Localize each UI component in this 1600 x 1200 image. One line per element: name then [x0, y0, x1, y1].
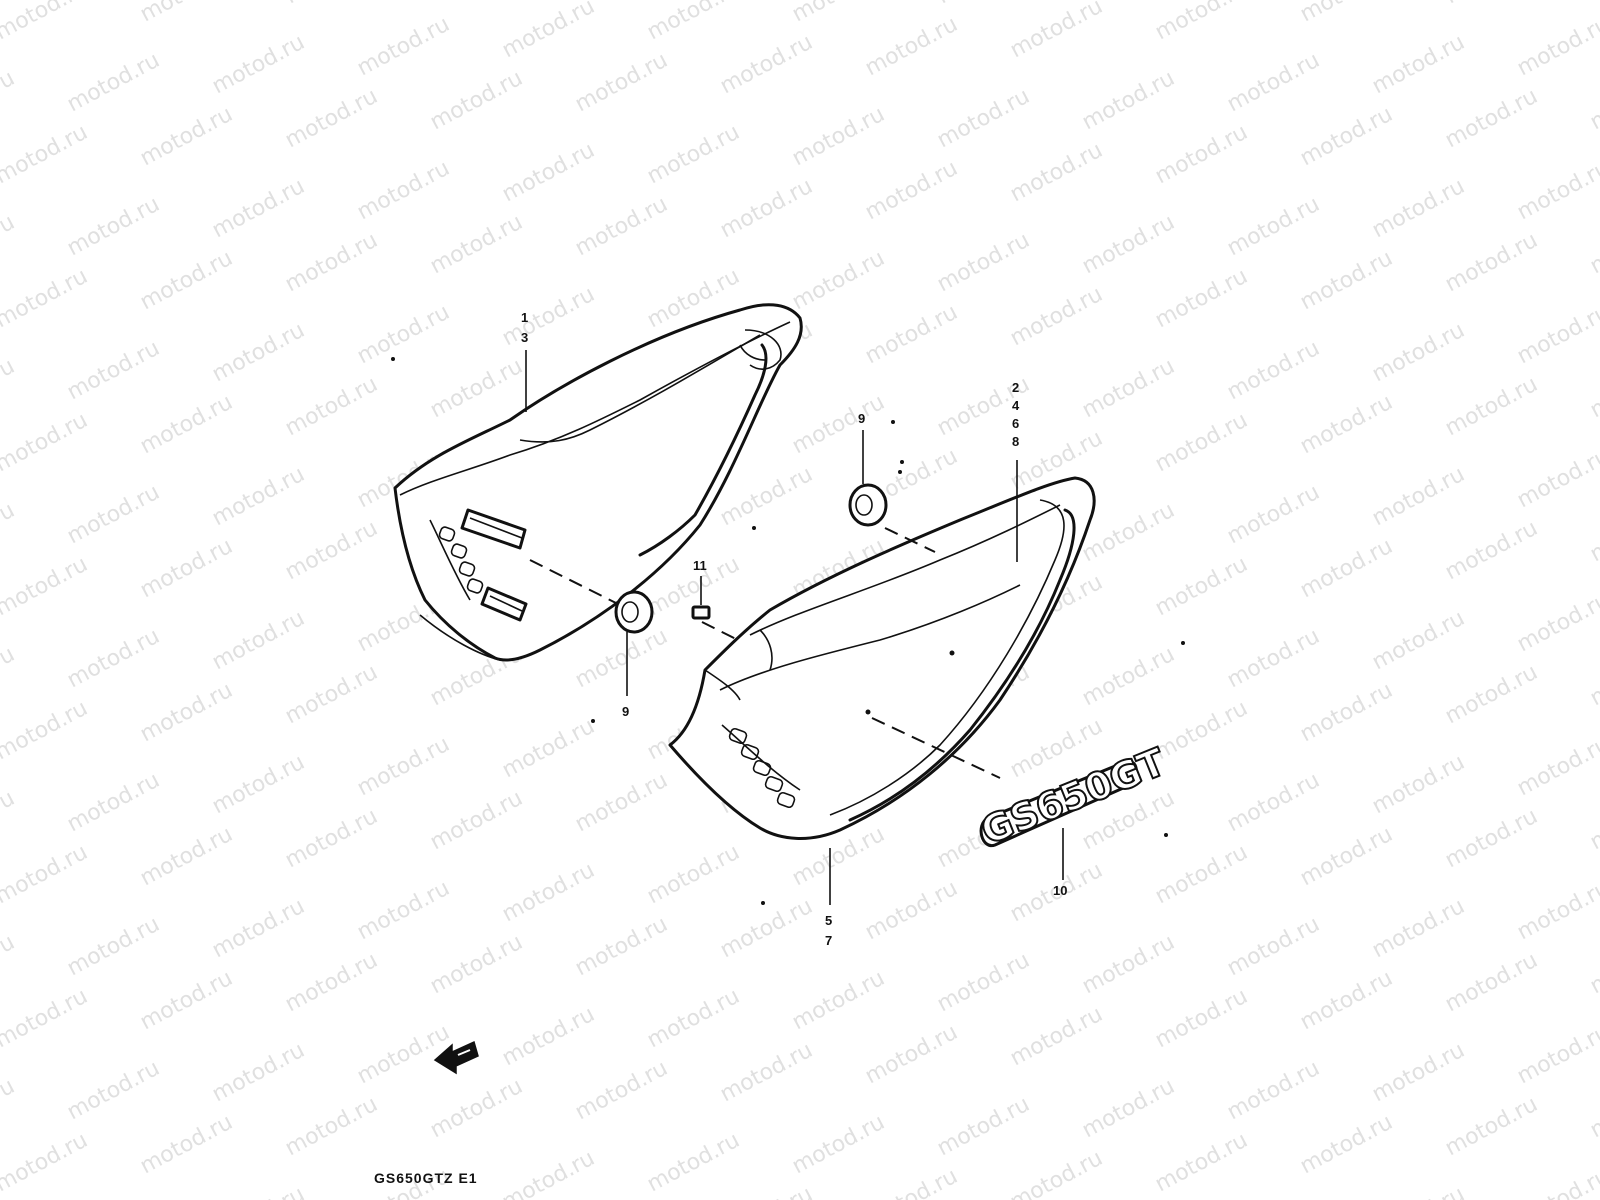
callout-11: 11 — [693, 558, 707, 573]
callout-8: 8 — [1012, 434, 1019, 449]
callout-1: 1 — [521, 310, 528, 325]
callout-9-top: 9 — [858, 411, 865, 426]
callout-labels: 1 3 2 4 6 8 9 11 9 5 7 10 — [521, 310, 1067, 948]
left-cover-pins — [460, 508, 528, 622]
left-side-cover — [393, 303, 803, 662]
callout-5: 5 — [825, 913, 832, 928]
clip-part — [691, 605, 711, 620]
grommet-right — [848, 483, 888, 527]
callout-6: 6 — [1012, 416, 1019, 431]
callout-10: 10 — [1053, 883, 1067, 898]
emblem-text: GS650GT — [975, 740, 1172, 854]
right-cover-louvers — [721, 724, 801, 809]
right-side-cover — [668, 476, 1096, 840]
callout-3: 3 — [521, 330, 528, 345]
grommet-left — [614, 590, 654, 634]
callout-7: 7 — [825, 933, 832, 948]
leader-lines — [525, 350, 1064, 905]
left-cover-louvers — [429, 519, 484, 601]
stray-marks — [391, 357, 1185, 905]
callout-2: 2 — [1012, 380, 1019, 395]
callout-4: 4 — [1012, 398, 1020, 413]
callout-9-bottom: 9 — [622, 704, 629, 719]
assembly-lines — [529, 527, 1001, 779]
gs650gt-emblem: GS650GT — [974, 739, 1173, 855]
front-arrow-icon — [433, 1040, 479, 1075]
model-code: GS650GTZ E1 — [374, 1170, 478, 1186]
